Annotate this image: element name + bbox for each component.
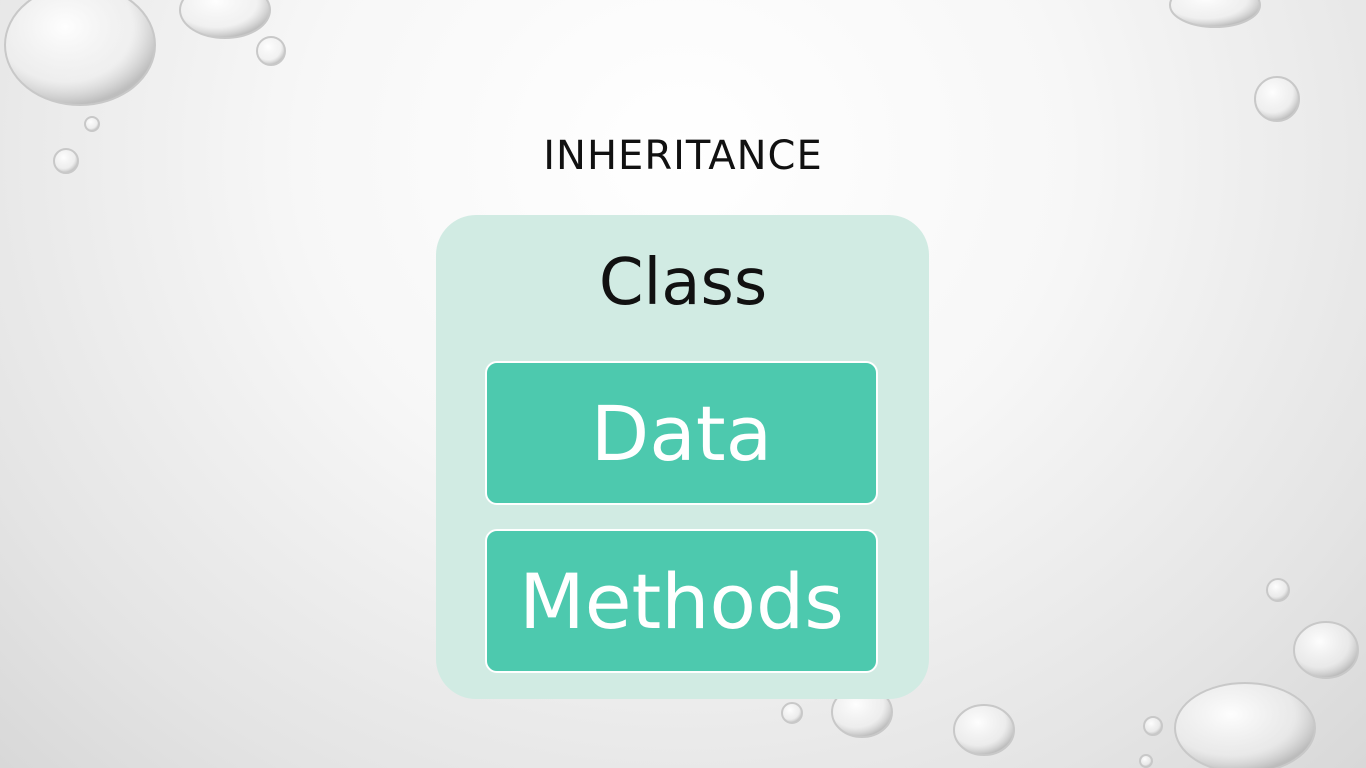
methods-box: Methods bbox=[485, 529, 878, 673]
droplet bbox=[953, 704, 1015, 756]
data-box-label: Data bbox=[590, 388, 773, 478]
droplet bbox=[4, 0, 156, 106]
droplet bbox=[1139, 754, 1153, 768]
data-box: Data bbox=[485, 361, 878, 505]
class-label: Class bbox=[598, 246, 768, 320]
droplet bbox=[1174, 682, 1316, 768]
slide-title: INHERITANCE bbox=[543, 133, 823, 179]
droplet bbox=[1266, 578, 1290, 602]
droplet bbox=[781, 702, 803, 724]
droplet bbox=[256, 36, 286, 66]
droplet bbox=[1254, 76, 1300, 122]
droplet-group-top-right bbox=[1169, 0, 1300, 122]
droplet bbox=[1169, 0, 1261, 28]
droplet bbox=[1143, 716, 1163, 736]
droplet bbox=[1293, 621, 1359, 679]
droplet bbox=[179, 0, 271, 39]
droplet bbox=[84, 116, 100, 132]
methods-box-label: Methods bbox=[519, 556, 844, 646]
